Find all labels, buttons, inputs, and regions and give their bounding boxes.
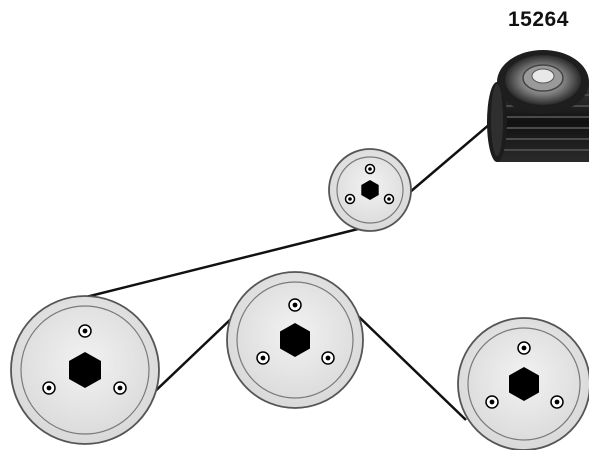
idler-pulley-small-icon <box>328 148 412 232</box>
drive-belt <box>85 117 498 421</box>
alternator-pulley-photo-icon <box>487 50 589 162</box>
belt-segment-alternator-to-idler <box>402 117 498 199</box>
pulley-center-icon <box>226 271 364 409</box>
part-number-label: 15264 <box>508 8 569 31</box>
belt-segment-idler-to-left <box>85 227 359 299</box>
belt-segment-center-to-right <box>355 313 467 421</box>
pulley-left-icon <box>10 295 160 445</box>
pulley-right-icon <box>457 317 589 450</box>
belt-segment-left-to-center <box>147 317 233 399</box>
